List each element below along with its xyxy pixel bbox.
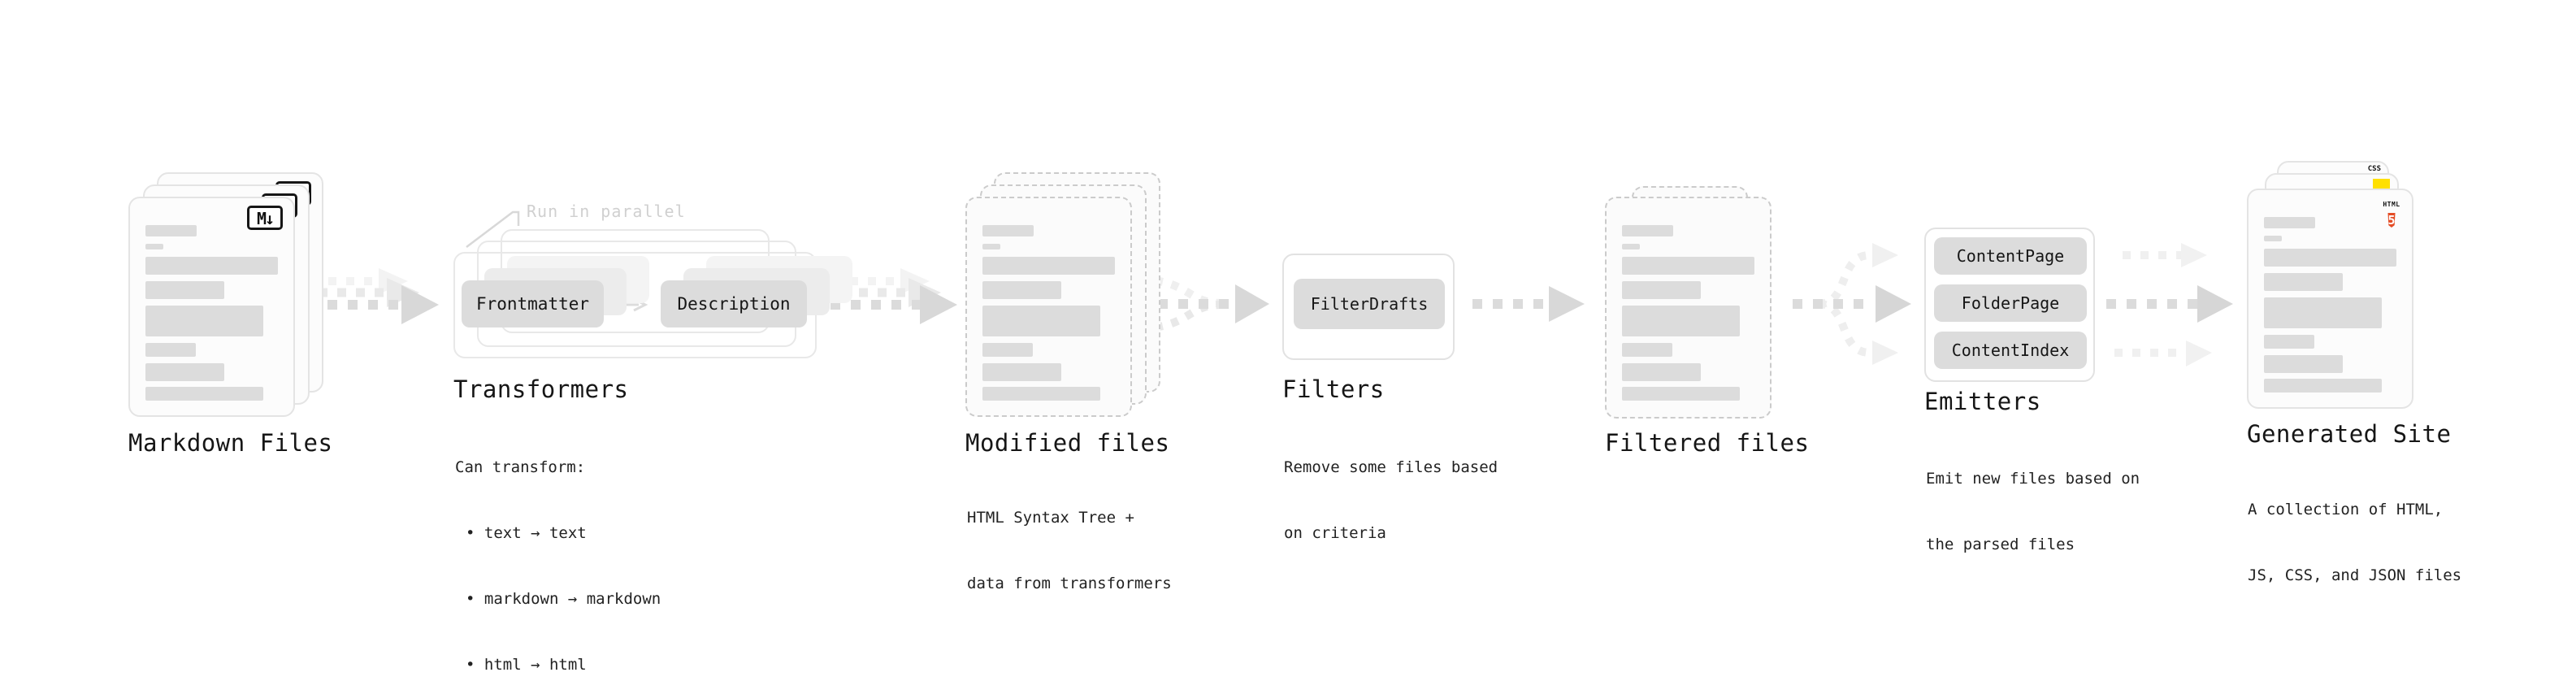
stage-desc-transformers: Can transform: • text → text • markdown … bbox=[455, 413, 661, 681]
javascript-icon bbox=[2373, 179, 2390, 189]
html5-icon: HTML 5 bbox=[2381, 194, 2402, 231]
text-placeholder-bar bbox=[1622, 225, 1673, 236]
site-file-card-html: HTML 5 bbox=[2247, 189, 2413, 409]
text-placeholder-bar bbox=[1622, 363, 1701, 381]
desc-line: JS, CSS, and JSON files bbox=[2248, 566, 2462, 584]
text-placeholder-bar bbox=[145, 343, 196, 357]
desc-line: on criteria bbox=[1284, 524, 1386, 542]
emitter-node-folderpage: FolderPage bbox=[1934, 284, 2087, 322]
text-placeholder-bar bbox=[2264, 297, 2382, 328]
desc-line: • text → text bbox=[466, 524, 587, 542]
text-placeholder-bar bbox=[1622, 281, 1701, 299]
markdown-file-card-front: M↓ bbox=[128, 197, 295, 417]
transformer-node-description: Description bbox=[661, 280, 807, 327]
desc-line: data from transformers bbox=[967, 575, 1172, 592]
text-placeholder-bar bbox=[982, 257, 1115, 275]
text-placeholder-bar bbox=[145, 387, 263, 401]
text-placeholder-bar bbox=[2264, 249, 2396, 267]
emitter-node-contentpage: ContentPage bbox=[1934, 237, 2087, 275]
text-placeholder-bar bbox=[145, 363, 224, 381]
text-placeholder-bar bbox=[145, 225, 197, 236]
text-placeholder-bar bbox=[1622, 257, 1754, 275]
stage-desc-modified-files: HTML Syntax Tree + data from transformer… bbox=[967, 463, 1172, 639]
text-placeholder-bar bbox=[145, 257, 278, 275]
text-placeholder-bar bbox=[145, 244, 163, 249]
transformer-node-frontmatter: Frontmatter bbox=[462, 280, 604, 327]
text-placeholder-bar bbox=[1622, 306, 1740, 336]
text-placeholder-bar bbox=[982, 387, 1100, 401]
arrow-filters-to-filtered bbox=[1472, 286, 1585, 322]
text-placeholder-bar bbox=[2264, 379, 2382, 393]
run-in-parallel-note: Run in parallel bbox=[527, 202, 686, 221]
arrow-emitters-to-site bbox=[2106, 243, 2233, 367]
emitter-node-contentindex: ContentIndex bbox=[1934, 332, 2087, 369]
desc-line: HTML Syntax Tree + bbox=[967, 509, 1134, 527]
arrow-modified-to-filters bbox=[1138, 275, 1269, 332]
desc-line: Can transform: bbox=[455, 458, 586, 476]
text-placeholder-bar bbox=[145, 281, 224, 299]
stage-label-emitters: Emitters bbox=[1924, 388, 2041, 415]
desc-line: • markdown → markdown bbox=[466, 590, 661, 608]
desc-line: A collection of HTML, bbox=[2248, 501, 2444, 518]
text-placeholder-bar bbox=[2264, 335, 2314, 349]
modified-file-card-front bbox=[965, 197, 1132, 417]
text-placeholder-bar bbox=[982, 244, 1000, 249]
desc-line: Emit new files based on bbox=[1926, 470, 2140, 488]
text-placeholder-bar bbox=[2264, 236, 2282, 241]
text-placeholder-bar bbox=[2264, 217, 2315, 228]
stage-desc-generated-site: A collection of HTML, JS, CSS, and JSON … bbox=[2248, 455, 2461, 631]
filter-node-filterdrafts: FilterDrafts bbox=[1294, 279, 1445, 329]
text-placeholder-bar bbox=[2264, 273, 2343, 291]
text-placeholder-bar bbox=[145, 306, 263, 336]
stage-label-generated-site: Generated Site bbox=[2247, 420, 2452, 448]
text-placeholder-bar bbox=[1622, 387, 1740, 401]
text-placeholder-bar bbox=[982, 225, 1034, 236]
arrow-transformers-to-modified bbox=[830, 268, 957, 324]
markdown-icon: M↓ bbox=[247, 206, 283, 230]
desc-line: the parsed files bbox=[1926, 536, 2075, 553]
stage-desc-emitters: Emit new files based on the parsed files bbox=[1926, 424, 2140, 600]
text-placeholder-bar bbox=[1622, 244, 1640, 249]
run-in-parallel-leader-line bbox=[466, 210, 520, 248]
text-placeholder-bar bbox=[982, 343, 1033, 357]
html5-icon-shield: 5 bbox=[2387, 213, 2396, 228]
text-placeholder-bar bbox=[982, 281, 1061, 299]
stage-desc-filters: Remove some files based on criteria bbox=[1284, 413, 1498, 588]
desc-line: • html → html bbox=[466, 656, 587, 674]
filtered-file-card-front bbox=[1605, 197, 1772, 419]
desc-line: Remove some files based bbox=[1284, 458, 1498, 476]
text-placeholder-bar bbox=[1622, 343, 1672, 357]
stage-label-filtered-files: Filtered files bbox=[1605, 429, 1810, 457]
text-placeholder-bar bbox=[982, 363, 1061, 381]
arrow-markdown-to-transformers bbox=[307, 268, 439, 324]
text-placeholder-bar bbox=[982, 306, 1100, 336]
stage-label-markdown-files: Markdown Files bbox=[128, 429, 333, 457]
arrow-filtered-to-emitters bbox=[1793, 243, 1911, 365]
html5-icon-word: HTML bbox=[2383, 201, 2400, 208]
stage-label-modified-files: Modified files bbox=[965, 429, 1170, 457]
stage-label-filters: Filters bbox=[1282, 375, 1385, 403]
text-placeholder-bar bbox=[2264, 355, 2343, 373]
stage-label-transformers: Transformers bbox=[453, 375, 629, 403]
